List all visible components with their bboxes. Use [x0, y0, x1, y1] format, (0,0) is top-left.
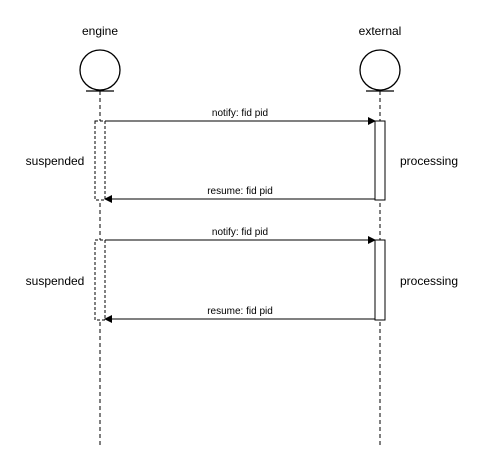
message-resume-1-label: resume: fid pid — [207, 186, 273, 197]
external-activation-2 — [374, 239, 386, 321]
actor-external-icon — [359, 49, 401, 91]
engine-activation-2 — [94, 239, 106, 321]
message-resume-2-label: resume: fid pid — [207, 306, 273, 317]
state-suspended-2: suspended — [26, 274, 85, 288]
message-resume-2: resume: fid pid — [104, 306, 375, 323]
state-processing-2: processing — [400, 274, 458, 288]
actor-engine-icon — [79, 49, 121, 91]
message-resume-1: resume: fid pid — [104, 186, 375, 203]
external-activation-1 — [374, 120, 386, 201]
state-processing-1: processing — [400, 154, 458, 168]
message-notify-2: notify: fid pid — [105, 227, 376, 244]
message-notify-2-label: notify: fid pid — [212, 227, 268, 238]
engine-activation-1 — [94, 120, 106, 201]
actor-external-label: external — [359, 24, 402, 38]
actor-engine: engine — [79, 24, 121, 448]
message-notify-1-label: notify: fid pid — [212, 108, 268, 119]
actor-engine-label: engine — [82, 24, 118, 38]
message-notify-1: notify: fid pid — [105, 108, 376, 125]
state-suspended-1: suspended — [26, 154, 85, 168]
actor-external: external — [359, 24, 402, 448]
